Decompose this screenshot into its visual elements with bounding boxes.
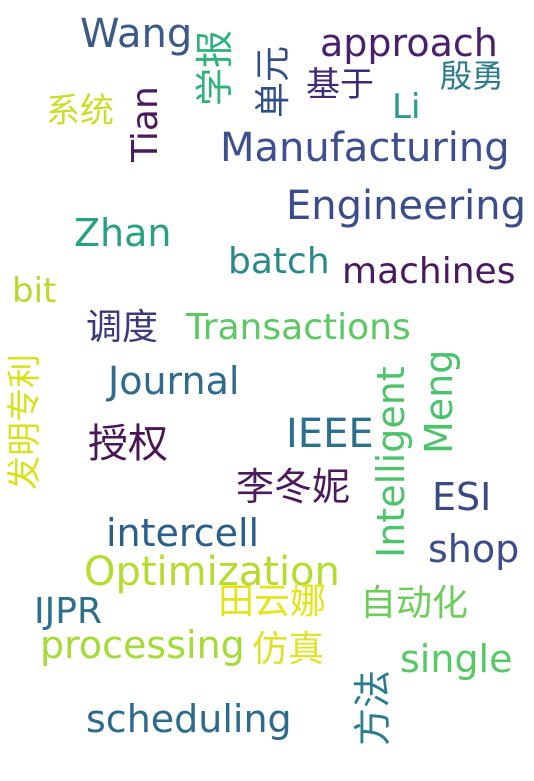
word-ijpr: IJPR [34,591,102,632]
word-xitong: 系统 [46,91,114,131]
word-bit: bit [12,271,57,311]
word-optimization: Optimization [84,549,340,595]
word-machines: machines [342,251,516,292]
word-processing: processing [40,623,245,667]
word-intelligent: Intelligent [369,366,413,558]
word-yinyong: 殷勇 [440,57,505,95]
word-batch: batch [228,241,330,282]
word-single: single [400,637,513,681]
word-tianyunna: 田云娜 [218,581,327,622]
word-meng: Meng [417,349,461,454]
word-shouquan: 授权 [88,421,168,467]
word-tian: Tian [125,86,166,162]
word-transactions: Transactions [186,307,411,348]
word-journal: Journal [108,359,240,403]
word-esi: ESI [432,475,492,519]
word-intercell: intercell [106,511,260,555]
word-scheduling: scheduling [86,697,292,741]
word-engineering: Engineering [286,183,526,229]
word-fangfa: 方法 [351,669,395,746]
word-danyuan: 单元 [253,45,294,118]
word-lidongni: 李冬妮 [236,465,351,509]
word-jiyu: 基于 [306,65,374,105]
word-diaodu: 调度 [86,307,159,348]
word-li: Li [392,87,421,127]
word-approach: approach [320,21,498,65]
word-zidonghua: 自动化 [360,583,469,624]
word-shop: shop [428,527,520,571]
word-ieee: IEEE [286,411,374,457]
word-famingzhuanli: 发明专利 [5,354,45,490]
word-fangzhen: 仿真 [252,629,325,670]
word-zhan: Zhan [74,211,172,255]
word-xuebao: 学报 [193,29,237,106]
word-wang: Wang [80,11,193,57]
word-manufacturing: Manufacturing [220,125,510,171]
